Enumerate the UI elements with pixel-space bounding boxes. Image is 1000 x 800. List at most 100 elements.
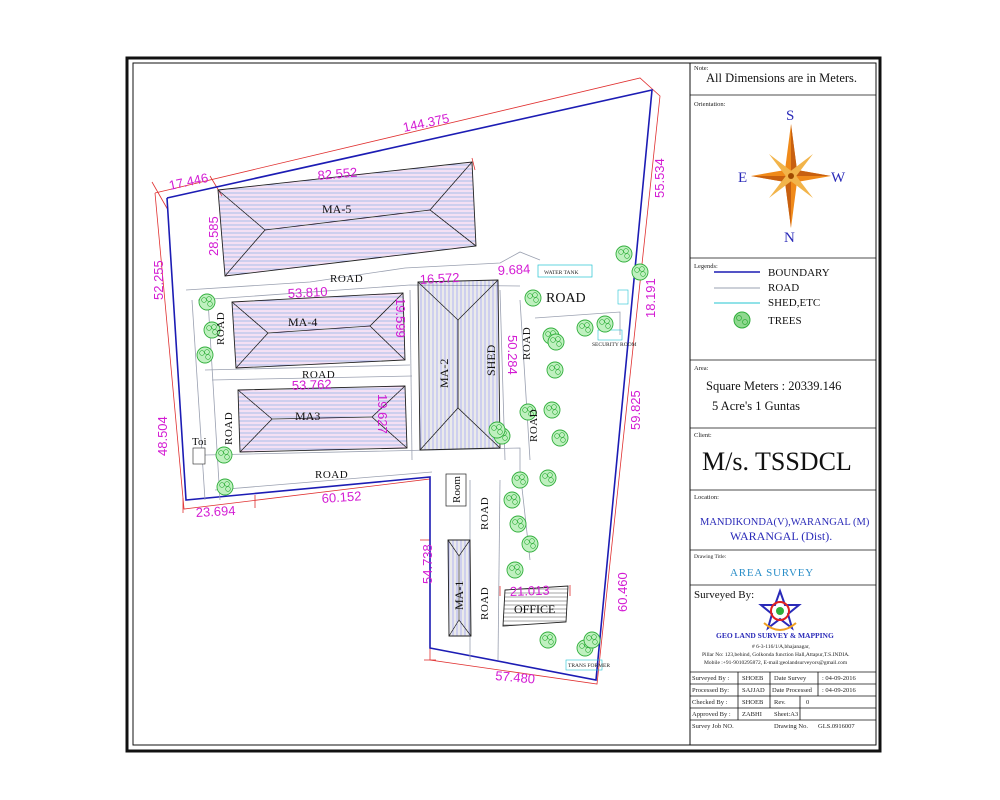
label-ma3: MA3 [295,409,320,423]
location-line2: WARANGAL (Dist). [730,529,832,543]
block-office [502,585,569,627]
gate [617,289,629,305]
note-text: All Dimensions are in Meters. [706,71,857,85]
tbl-r0c2: Date Survey [774,675,807,682]
dim-60-460: 60.460 [615,572,630,612]
title-block: Note: All Dimensions are in Meters. Orie… [690,65,876,730]
tbl-r3c0: Approved By : [692,711,731,718]
tree-icon [203,321,221,339]
tbl-r4c3: GLS.0916007 [818,723,855,730]
label-ma1: MA-1 [452,581,466,610]
tree-icon [539,469,557,487]
property-boundary [166,88,653,681]
dim-60-152: 60.152 [321,488,362,506]
tree-icon [524,289,542,307]
tbl-r4c2: Drawing No. [774,723,808,730]
tree-icon [583,631,601,649]
tree-icon [198,293,216,311]
area-sqm: Square Meters : 20339.146 [706,379,841,393]
tbl-r0c1: SHOEB [742,675,764,682]
legend-tree-icon [733,311,751,329]
road-label-9: ROAD [479,587,491,620]
tree-icon [543,401,561,419]
tbl-r4c0: Survey Job NO. [692,723,734,730]
compass-s: S [786,108,794,124]
tree-icon [216,478,234,496]
label-ma2: MA-2 [437,359,451,388]
compass-n: N [784,230,795,246]
compass-e: E [738,170,747,186]
outer-frame [125,56,882,753]
block-ma5 [217,161,477,277]
dim-19-627: 19.627 [375,394,390,434]
dim-16-572: 16.572 [419,270,459,287]
company-addr3: Mobile :+91-9010295872, E-mail:geolandsu… [704,660,848,666]
tree-icon [511,471,529,489]
offset-boundary [154,77,661,685]
tree-icon [615,245,633,263]
tree-icon [546,361,564,379]
dim-55-534: 55.534 [652,158,667,198]
tbl-r1c2: Date Processed [772,687,813,694]
dim-21-013: 21.013 [510,583,550,599]
label-water-tank: WATER TANK [544,270,578,276]
drawing-title: AREA SURVEY [730,567,814,579]
tree-icon [215,446,233,464]
tbl-r1c1: SAJJAD [742,687,765,694]
road-label-main: ROAD [546,291,586,306]
block-ma4 [231,292,406,369]
area-acre: 5 Acre's 1 Guntas [712,399,800,413]
block-room [445,473,467,507]
label-room: Room [451,476,463,503]
label-office: OFFICE [514,602,555,616]
dim-19-599: 19.599 [393,298,408,338]
dim-18-191: 18.191 [643,278,658,318]
client-label: Client: [694,432,712,439]
dim-144-375: 144.375 [402,110,451,134]
location-label: Location: [694,494,719,501]
tree-icon [509,515,527,533]
road-label-1: ROAD [330,273,363,285]
dim-53-762: 53.762 [292,377,332,393]
compass-rose-icon [751,124,831,228]
tree-icon [596,315,614,333]
tbl-r2c1: SHOEB [742,699,764,706]
dim-54-738: 54.738 [420,544,435,584]
label-ma4: MA-4 [288,315,317,329]
tree-icon [506,561,524,579]
company-logo-icon [758,588,802,631]
tree-icon [547,333,565,351]
note-label: Note: [694,65,709,72]
tbl-r2c3: 0 [806,699,809,706]
legend-road-label: ROAD [768,282,799,294]
road-label-3: ROAD [315,469,348,481]
block-ma3 [237,385,408,453]
tree-icon [551,429,569,447]
dim-53-810: 53.810 [287,284,327,301]
dim-57-480: 57.480 [495,668,536,686]
location-line1: MANDIKONDA(V),WARANGAL (M) [700,517,870,528]
company-name: GEO LAND SURVEY & MAPPING [716,631,834,640]
tree-icon [521,535,539,553]
tbl-r2c0: Checked By : [692,699,728,706]
site-plan: MA-5 MA-4 MA3 MA-2 SHED MA-1 OFFICE Room… [151,77,667,686]
dim-48-504: 48.504 [155,416,170,456]
client-name: M/s. TSSDCL [702,447,852,476]
company-addr1: # 6-3-116/1/A,bhajanagar, [752,644,810,650]
block-toi [192,447,206,465]
tree-icon [576,319,594,337]
tbl-r1c0: Processed By: [692,687,729,694]
road-label-6: ROAD [521,327,533,360]
inner-frame [132,62,877,746]
label-trans: TRANS FORMER [568,663,610,669]
label-security: SECURITY ROOM [592,342,637,348]
road-label-5: ROAD [223,412,235,445]
dim-50-284: 50.284 [505,335,520,375]
block-ma2 [417,279,501,451]
legend-trees-label: TREES [768,315,802,327]
dim-28-585: 28.585 [206,216,221,256]
label-ma5: MA-5 [322,202,351,216]
tree-icon [539,631,557,649]
tbl-r0c0: Surveyed By : [692,675,729,682]
